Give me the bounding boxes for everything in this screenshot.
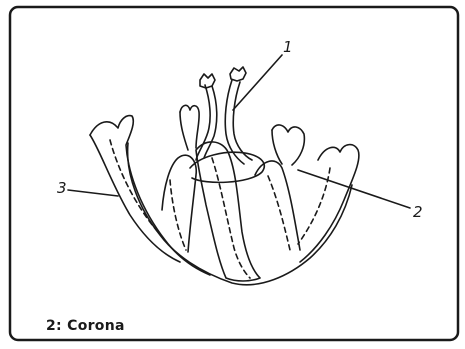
- corona-lobe-back-right-2: [272, 130, 282, 164]
- figure-caption: 2: Corona: [46, 318, 125, 334]
- callout-1-label: 1: [283, 40, 293, 55]
- corona-lobe-right: [300, 145, 359, 262]
- corona-lobe-center-left-dash: [170, 180, 186, 250]
- corona-lobe-back-center: [180, 105, 199, 148]
- corona-lobe-center-left: [162, 155, 196, 252]
- leader-line-3: [68, 190, 118, 196]
- corona-lobe-right-inner-dash: [268, 176, 290, 250]
- anther-right: [230, 67, 246, 81]
- corona-lobe-back-right: [272, 125, 304, 165]
- corona-lobe-front-dash: [212, 158, 250, 278]
- callout-2-label: 2: [413, 205, 423, 220]
- anther-left: [200, 74, 215, 88]
- corona-lobe-front: [196, 142, 260, 281]
- corona-lobe-back-center-2: [180, 112, 188, 150]
- corona-lobe-right-inner: [255, 161, 300, 250]
- stamen-right-2: [233, 82, 252, 160]
- callout-3-label: 3: [57, 181, 67, 196]
